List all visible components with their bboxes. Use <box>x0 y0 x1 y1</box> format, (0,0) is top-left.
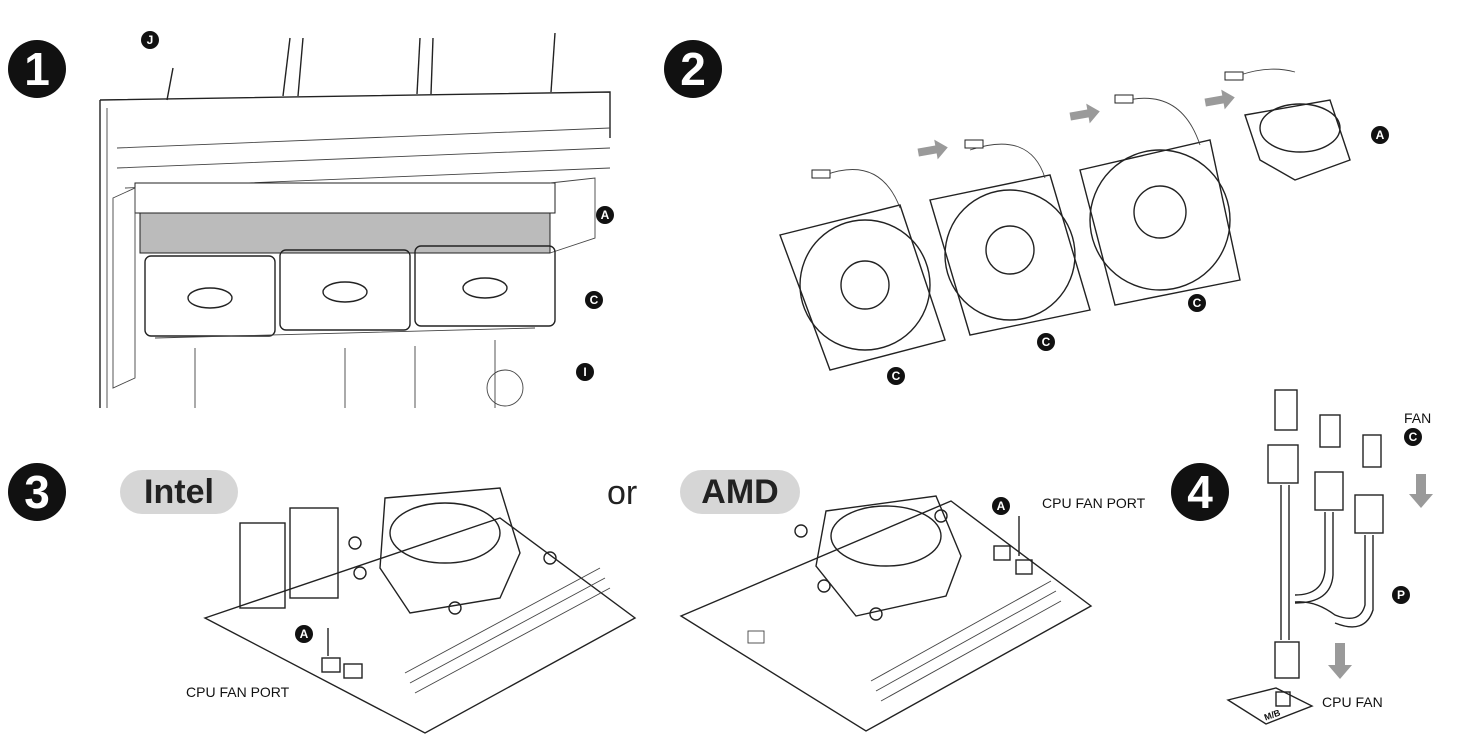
or-separator: or <box>607 474 638 512</box>
intel-cpu-fan-port-label: CPU FAN PORT <box>186 684 290 700</box>
arrow-right-icon <box>1204 89 1235 110</box>
callout-a: A <box>295 625 313 643</box>
step-1-illustration <box>99 32 611 408</box>
fan-label: FAN <box>1404 410 1432 426</box>
step-4-number: 4 <box>1171 463 1229 521</box>
callout-a: A <box>596 206 614 224</box>
cpu-fan-label: CPU FAN <box>1322 694 1383 710</box>
arrow-down-icon <box>1328 643 1352 679</box>
splitter-cable-illustration <box>1267 389 1384 679</box>
callout-a: A <box>992 497 1010 515</box>
callout-c: C <box>887 367 905 385</box>
arrow-down-icon <box>1409 474 1433 508</box>
step-3-number: 3 <box>8 463 66 521</box>
step-2-number: 2 <box>664 40 722 98</box>
callout-c: C <box>1188 294 1206 312</box>
arrow-right-icon <box>917 139 948 160</box>
step-1-number: 1 <box>8 40 66 98</box>
intel-badge: Intel <box>120 470 238 514</box>
callout-a: A <box>1371 126 1389 144</box>
callout-j: J <box>141 31 159 49</box>
amd-badge: AMD <box>680 470 800 514</box>
intel-motherboard-illustration <box>203 487 637 734</box>
amd-cpu-fan-port-label: CPU FAN PORT <box>1042 495 1146 511</box>
callout-p: P <box>1392 586 1410 604</box>
callout-c: C <box>585 291 603 309</box>
arrow-right-icon <box>1069 103 1100 124</box>
callout-i: I <box>576 363 594 381</box>
step-2-illustration <box>779 68 1351 371</box>
motherboard-header-illustration <box>1226 687 1314 725</box>
callout-c: C <box>1037 333 1055 351</box>
amd-motherboard-illustration <box>679 495 1093 732</box>
callout-c: C <box>1404 428 1422 446</box>
